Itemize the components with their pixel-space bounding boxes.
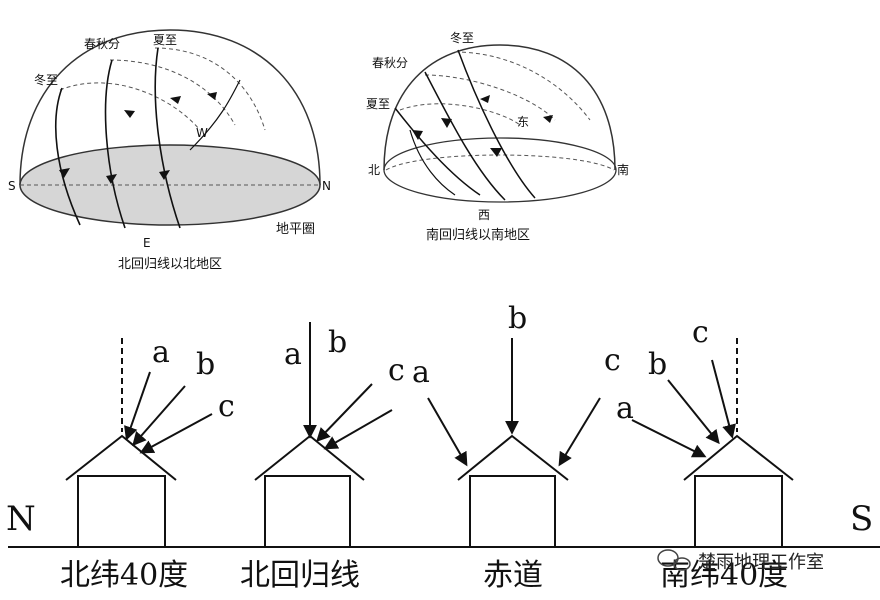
- house-diagram-row: N S a b c 北纬40度 a b c 北回归线: [6, 301, 880, 593]
- dome-north-of-tropic: 冬至 春秋分 夏至 S N W E 地平圈 北回归线以北地区: [8, 29, 331, 272]
- ray-a: [631, 419, 707, 458]
- ray-c: [323, 409, 393, 450]
- dome-outline-left: [19, 29, 321, 186]
- ray-label-c: c: [388, 353, 405, 388]
- house-body: [77, 475, 166, 547]
- caption-right: 南回归线以南地区: [426, 227, 530, 243]
- label-equinox-left: 春秋分: [84, 37, 120, 51]
- house-body: [694, 475, 783, 547]
- sun-path-winter-right: [457, 49, 536, 199]
- ray-c: [711, 359, 736, 439]
- house-roof: [254, 434, 365, 481]
- label-east-right: 东: [517, 115, 529, 129]
- house-roof: [457, 434, 569, 481]
- caption-left: 北回归线以北地区: [118, 257, 222, 272]
- house-body: [264, 475, 351, 547]
- sun-path-summer-left: [154, 47, 181, 229]
- watermark-text: 楚雨地理工作室: [698, 552, 824, 573]
- arrow-back-1-left: [124, 110, 135, 118]
- back-arc-equinox-left: [109, 59, 236, 126]
- back-arc-1-right: [399, 103, 521, 126]
- house-tropic-cancer: a b c 北回归线: [240, 322, 405, 593]
- label-winter-right: 冬至: [450, 30, 474, 45]
- ray-c: [139, 413, 213, 454]
- label-north-left: N: [322, 179, 331, 193]
- house-equator: a b c 赤道: [412, 301, 621, 593]
- label-summer-right: 夏至: [366, 97, 390, 111]
- direction-south: S: [850, 499, 873, 539]
- arrow-3-right: [490, 148, 502, 157]
- sun-path-summer-right: [394, 107, 481, 196]
- sun-path-equinox-right: [424, 71, 506, 201]
- location-label: 赤道: [483, 558, 543, 593]
- ray-c: [558, 397, 601, 467]
- arrow-summer-left: [159, 170, 170, 180]
- house-body: [469, 475, 556, 547]
- sun-path-winter-left: [55, 87, 81, 226]
- dome-outline-right: [383, 44, 616, 171]
- arrow-equinox-left: [106, 174, 117, 184]
- arrow-back-1-right: [480, 95, 490, 103]
- house-roof: [65, 434, 177, 481]
- back-arc-winter-left: [59, 82, 201, 131]
- dashed-horizon-right: [385, 154, 615, 171]
- dome-south-of-tropic: 冬至 春秋分 夏至 东 北 南 西 南回归线以南地区: [366, 30, 629, 243]
- arrow-back-3-left: [207, 92, 217, 100]
- location-label: 北回归线: [240, 558, 360, 593]
- house-roof: [683, 434, 794, 481]
- label-north-right: 北: [368, 163, 380, 177]
- label-winter-left: 冬至: [34, 72, 58, 87]
- house-north-40: a b c 北纬40度: [60, 335, 235, 593]
- ray-label-a: a: [152, 335, 170, 370]
- arrow-back-2-right: [543, 115, 553, 123]
- house-south-40: b c a 南纬40度: [616, 315, 794, 593]
- arrow-back-2-left: [170, 96, 181, 104]
- label-west-top-left: W: [196, 126, 208, 140]
- sun-path-extra-right: [409, 129, 456, 196]
- watermark: 楚雨地理工作室: [657, 549, 824, 573]
- sun-path-equinox-left: [104, 59, 126, 229]
- back-arc-3-right: [454, 51, 591, 121]
- arrow-2-right: [441, 118, 452, 128]
- location-label: 南纬40度: [660, 558, 788, 593]
- ray-a: [124, 371, 151, 441]
- ray-label-b: b: [648, 347, 667, 382]
- label-west-right: 西: [478, 208, 490, 222]
- ray-label-c: c: [218, 389, 235, 424]
- ray-label-a: a: [616, 391, 634, 426]
- wechat-icon: [657, 549, 691, 571]
- ray-label-a: a: [284, 337, 302, 372]
- label-horizon-left: 地平圈: [276, 222, 315, 237]
- arrow-1-right: [412, 130, 423, 140]
- back-arc-summer-left: [154, 47, 266, 131]
- ray-b: [132, 385, 186, 447]
- label-east-bottom-left: E: [143, 236, 151, 250]
- direction-north: N: [6, 499, 36, 539]
- ray-b: [316, 383, 373, 443]
- arrow-winter-left: [59, 168, 70, 178]
- ray-label-c: c: [604, 343, 621, 378]
- sun-path-summer-right-left: [189, 79, 241, 151]
- horizon-plane-right: [383, 137, 617, 203]
- ray-label-a: a: [412, 355, 430, 390]
- ray-b: [667, 379, 720, 445]
- ray-a: [427, 397, 468, 467]
- ray-label-b: b: [328, 325, 347, 360]
- label-south-left: S: [8, 179, 16, 193]
- location-label: 北纬40度: [60, 558, 188, 593]
- ray-label-b: b: [508, 301, 527, 336]
- label-equinox-right: 春秋分: [372, 56, 408, 70]
- ray-label-c: c: [692, 315, 709, 350]
- label-south-right: 南: [617, 162, 629, 177]
- ray-label-b: b: [196, 347, 215, 382]
- back-arc-2-right: [424, 74, 556, 121]
- label-summer-left: 夏至: [153, 33, 177, 47]
